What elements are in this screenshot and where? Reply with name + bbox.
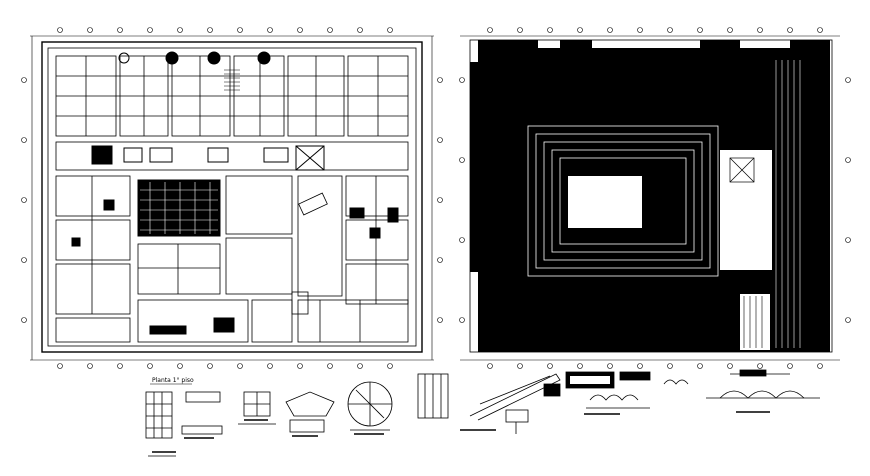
roof-plan [460,35,840,361]
first-floor-plan [30,35,434,361]
construction-details [145,369,820,457]
top-room-block [55,55,409,137]
grid-axis-markers-right [459,27,851,369]
plan-title: Planta 1° piso [152,377,194,384]
grid-axis-markers-left [21,27,443,369]
